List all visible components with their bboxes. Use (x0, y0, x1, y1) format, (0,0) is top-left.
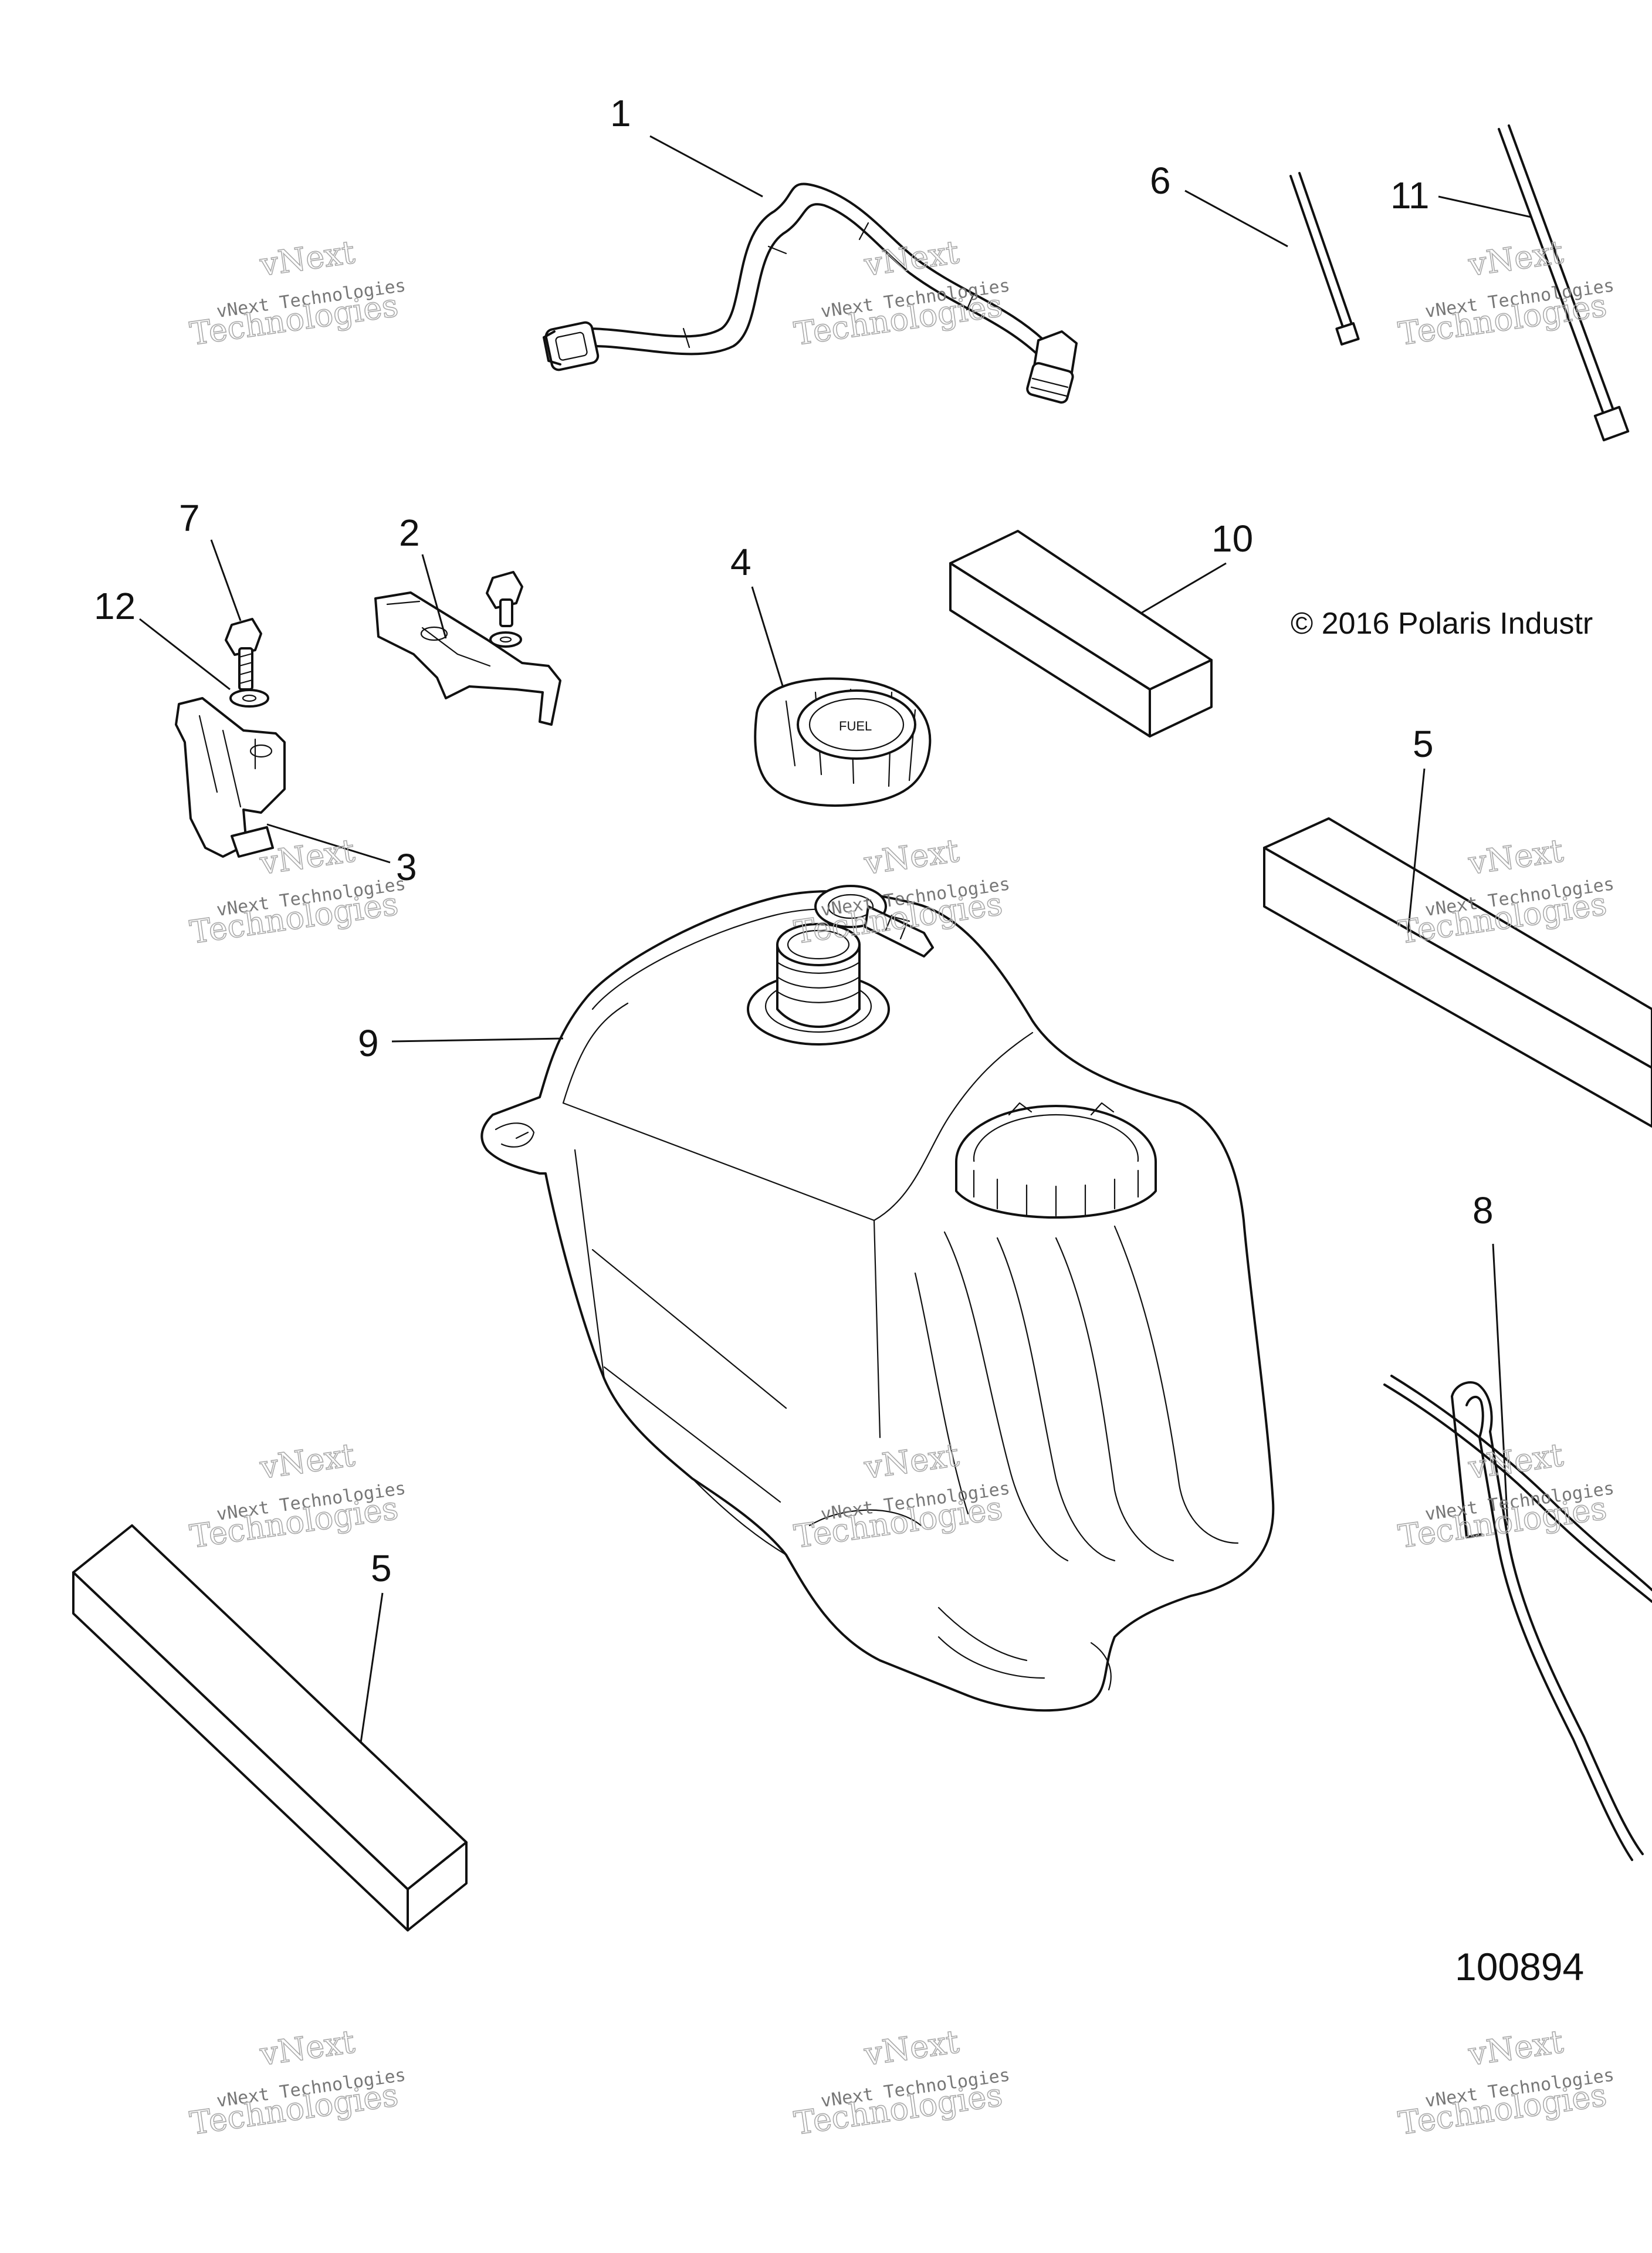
part-2-bracket (374, 571, 561, 726)
svg-text:vNext: vNext (1466, 832, 1566, 882)
svg-text:vNext: vNext (1466, 234, 1566, 283)
callout-3: 3 (396, 846, 417, 888)
part-5-foam-block-right (1263, 817, 1652, 1128)
part-11-cable-tie (1498, 124, 1630, 442)
svg-text:vNext: vNext (1466, 2023, 1566, 2073)
watermark-1: vNext Technologies vNext Technologies (187, 233, 407, 353)
watermark-10: vNext Technologies vNext Technologies (187, 2022, 407, 2142)
callout-9: 9 (358, 1022, 379, 1064)
part-4-fuel-cap: FUEL (754, 677, 932, 807)
callout-8: 8 (1472, 1189, 1494, 1232)
svg-text:vNext: vNext (258, 234, 357, 283)
watermark-2: vNext Technologies vNext Technologies (791, 233, 1011, 353)
callout-7: 7 (179, 497, 200, 539)
copyright-notice: © 2016 Polaris Industr (1291, 607, 1593, 641)
callout-11: 11 (1390, 174, 1429, 216)
callout-5-left: 5 (371, 1547, 392, 1589)
drawing-number: 100894 (1455, 1945, 1584, 1988)
callout-2: 2 (399, 512, 420, 554)
watermark-7: vNext Technologies vNext Technologies (187, 1436, 407, 1555)
callout-1: 1 (610, 92, 631, 134)
svg-text:vNext: vNext (862, 234, 962, 283)
callout-5-right: 5 (1413, 723, 1434, 765)
part-6-cable-tie (1289, 172, 1360, 346)
callout-10: 10 (1211, 517, 1253, 560)
callout-6: 6 (1150, 160, 1171, 202)
watermark-12: vNext Technologies vNext Technologies (1396, 2022, 1616, 2142)
callout-12: 12 (94, 585, 136, 627)
part-3-bracket (175, 697, 286, 858)
fuel-cap-label: FUEL (839, 719, 872, 733)
svg-text:vNext: vNext (862, 2023, 962, 2073)
watermark-5: vNext Technologies vNext Technologies (791, 831, 1011, 951)
part-12-washer (229, 689, 269, 708)
svg-text:vNext: vNext (258, 832, 357, 882)
svg-text:vNext: vNext (258, 2023, 357, 2073)
svg-text:vNext: vNext (258, 1436, 357, 1486)
watermark-9: vNext Technologies vNext Technologies (1396, 1436, 1616, 1555)
part-7-bolt (225, 618, 262, 691)
part-10-foam-block (949, 530, 1213, 738)
part-8-vent-hose (1383, 1375, 1652, 1861)
callout-4: 4 (730, 541, 751, 583)
part-9-fuel-tank (480, 885, 1275, 1712)
svg-text:vNext: vNext (862, 832, 962, 882)
watermark-11: vNext Technologies vNext Technologies (791, 2022, 1011, 2142)
part-1-fuel-line (543, 182, 1078, 404)
part-5-foam-block-left (72, 1524, 468, 1931)
